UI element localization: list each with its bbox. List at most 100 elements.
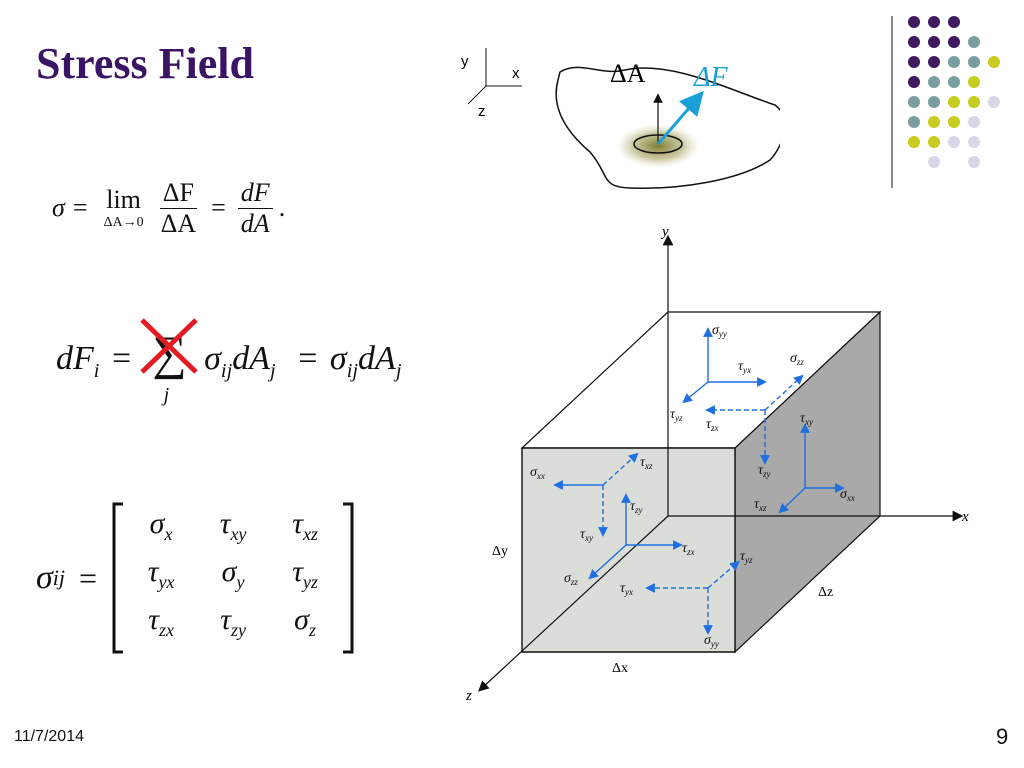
page-number: 9: [996, 724, 1009, 749]
fraction-delta: ΔF ΔA: [158, 178, 200, 239]
small-axes: y x z: [461, 48, 522, 120]
area-glow: [616, 124, 700, 168]
cube-axis-z: z: [465, 688, 472, 704]
delta-F-label: ΔF: [693, 62, 728, 93]
label-tau-xz-left: τxz: [640, 455, 653, 471]
matrix-cell: τxz: [292, 507, 318, 544]
fraction-differential: dF dA: [237, 178, 273, 239]
axis-z-label: z: [478, 103, 486, 120]
sum-index: j: [163, 384, 170, 406]
label-sigma-xx-left: σxx: [530, 465, 545, 481]
fraction-denominator: ΔA: [160, 208, 197, 238]
decor-dot: [928, 16, 940, 28]
matrix-cell: τyz: [292, 555, 318, 592]
decor-dot: [948, 76, 960, 88]
decor-dot: [908, 136, 920, 148]
label-tau-zy-right: τzy: [758, 463, 771, 479]
dF-subscript: i: [93, 359, 100, 382]
decor-dot: [908, 96, 920, 108]
decor-dot: [928, 36, 940, 48]
sigma-symbol: σ: [52, 193, 65, 223]
dim-y-label: Δy: [492, 544, 508, 559]
force-arrow: [656, 90, 704, 145]
decor-dot: [988, 96, 1000, 108]
decor-dot: [928, 116, 940, 128]
cube-axis-y: y: [660, 224, 669, 240]
right-bracket: [343, 502, 354, 654]
red-cross-icon: [139, 318, 198, 374]
decor-dot: [908, 16, 920, 28]
decor-dot: [988, 56, 1000, 68]
label-tau-yx-top: τyx: [738, 359, 751, 375]
label-sigma-zz-top: σzz: [790, 351, 804, 367]
matrix-cell: τxy: [219, 507, 247, 544]
decor-dot: [928, 96, 940, 108]
sigma-subscript: ij: [346, 359, 359, 382]
decor-dot: [928, 76, 940, 88]
label-sigma-yy-top: σyy: [712, 323, 727, 339]
label-tau-zx-top: τzx: [706, 417, 719, 433]
matrix-cell: τzx: [148, 603, 174, 640]
matrix-cell: σz: [294, 603, 316, 640]
stress-cube-diagram: y x z Δx Δy Δz σyy τyx σzz τyz τzx τxy τ…: [465, 224, 969, 704]
lim-text: lim: [106, 185, 141, 215]
dim-z-label: Δz: [818, 585, 833, 600]
dA-term: dA: [232, 340, 271, 377]
decor-dot: [968, 136, 980, 148]
decor-dot: [968, 156, 980, 168]
decor-dot: [948, 16, 960, 28]
decor-dot: [968, 56, 980, 68]
label-sigma-xx-right: σxx: [840, 487, 855, 503]
fraction-denominator: dA: [240, 208, 270, 238]
stress-arrows: [553, 327, 845, 635]
lim-subscript: ΔA→0: [103, 215, 144, 231]
sigma-ij-subscript: ij: [52, 565, 66, 590]
label-tau-zx-front: τzx: [682, 541, 695, 557]
axis-y-label: y: [461, 53, 469, 70]
dA-subscript: j: [270, 359, 276, 382]
decor-dot: [968, 96, 980, 108]
decor-dot: [908, 56, 920, 68]
equals-sign: =: [211, 193, 226, 223]
sigma-ij-lhs: σ: [36, 559, 53, 596]
label-sigma-zz-front: σzz: [564, 571, 578, 587]
decor-dot: [968, 36, 980, 48]
label-tau-xy-left: τxy: [580, 527, 593, 543]
label-tau-yz-top: τyz: [670, 407, 683, 423]
decor-dot: [948, 96, 960, 108]
dA-subscript: j: [395, 359, 402, 382]
fraction-numerator: ΔF: [159, 178, 197, 209]
period: .: [278, 193, 286, 223]
delta-A-label: ΔA: [610, 59, 646, 88]
decorative-dot-pattern: [891, 16, 1000, 188]
force-relation-equation: dFi = ∑ j σijdAj = σijdAj: [56, 318, 402, 406]
dF-term: dF: [56, 340, 94, 377]
decor-dot: [948, 56, 960, 68]
dA-term: dA: [358, 340, 396, 377]
sigma-subscript: ij: [220, 359, 233, 382]
left-bracket: [112, 502, 124, 654]
sigma-term: σ: [329, 340, 347, 377]
decor-dot: [928, 56, 940, 68]
label-tau-xz-right: τxz: [754, 497, 767, 513]
equals-sign: =: [298, 340, 318, 377]
decor-dot: [928, 136, 940, 148]
slide-title: Stress Field: [36, 39, 254, 88]
matrix-cell: τyx: [147, 555, 175, 592]
label-tau-zy-left: τzy: [630, 499, 643, 515]
matrix-cell: τzy: [220, 603, 246, 640]
equals-sign: =: [72, 193, 88, 223]
decor-dot: [948, 116, 960, 128]
matrix-cell: σx: [149, 507, 173, 544]
decor-dot: [968, 76, 980, 88]
decor-dot: [948, 36, 960, 48]
label-sigma-yy-front: σyy: [704, 633, 719, 649]
decor-dot: [968, 116, 980, 128]
stress-labels: σyy τyx σzz τyz τzx τxy τzy σxx τxz σxx …: [530, 323, 855, 649]
matrix-cells: σx τxy τxz τyx σy τyz τzx τzy σz: [125, 502, 341, 654]
label-tau-yz-front: τyz: [740, 549, 753, 565]
cube-axis-x: x: [961, 509, 969, 525]
decor-dot: [908, 36, 920, 48]
crossed-sum: ∑ j: [139, 318, 198, 406]
equals-sign: =: [111, 340, 132, 377]
